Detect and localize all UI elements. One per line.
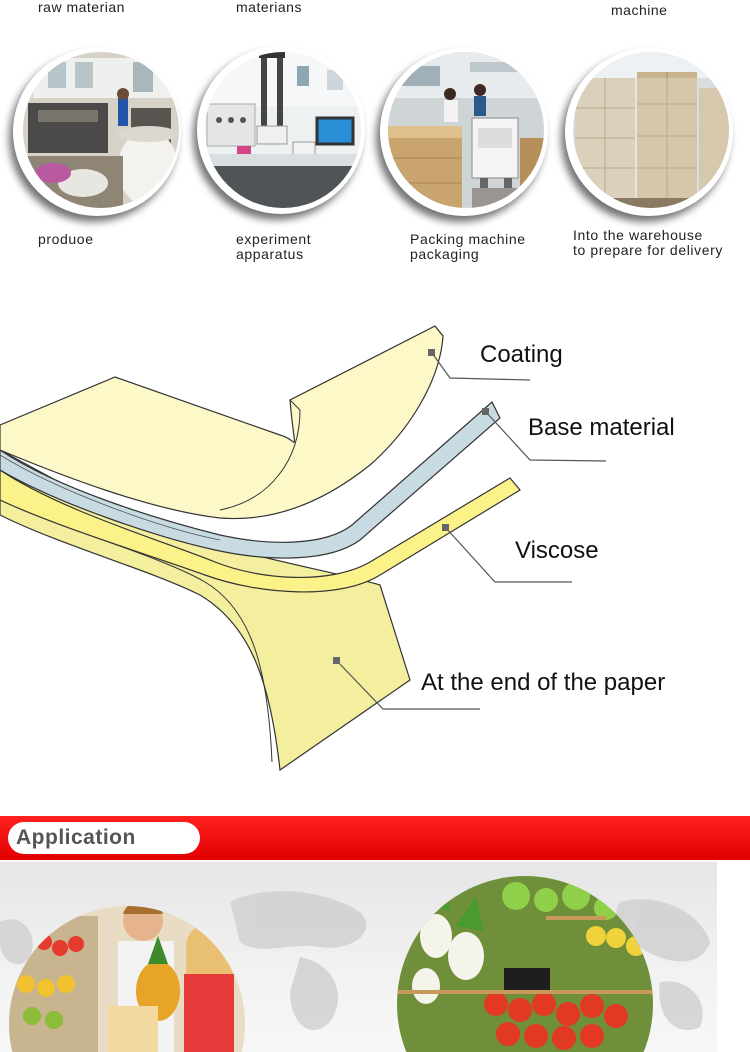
caption-packing-line2: packaging [410,246,480,262]
label-base-material: Base material [528,414,675,441]
caption-experiment-line2: apparatus [236,246,304,262]
application-title-pill [8,822,200,854]
label-viscose: Viscose [515,537,599,564]
caption-warehouse-line2: to prepare for delivery [573,242,723,258]
caption-warehouse: Into the warehouse to prepare for delive… [573,228,723,258]
application-title: Application [16,826,136,849]
packing-machine-photo [380,48,548,216]
label-end-of-paper: At the end of the paper [421,669,666,696]
base-material-layer [0,401,501,559]
label-coating: Coating [480,341,563,368]
caption-packing-line1: Packing machine [410,231,526,247]
experiment-apparatus-photo [197,46,365,214]
warehouse-photo [565,48,733,216]
produce-photo [13,48,181,216]
top-label-raw-material: raw materian [38,0,125,15]
caption-produce: produoe [38,232,94,247]
supermarket-shoppers-photo [8,896,246,1052]
caption-warehouse-line1: Into the warehouse [573,227,703,243]
caption-experiment-line1: experiment [236,231,312,247]
layer-structure-diagram [0,325,607,772]
caption-packing: Packing machine packaging [410,232,526,262]
caption-experiment: experiment apparatus [236,232,311,262]
world-map-background [0,891,710,1031]
coating-layer [0,325,444,520]
viscose-layer [0,469,521,593]
top-label-materials: materians [236,0,302,15]
vegetable-market-photo [396,876,654,1052]
caption-produce-line1: produoe [38,231,94,247]
top-label-machine: machine [611,2,668,18]
